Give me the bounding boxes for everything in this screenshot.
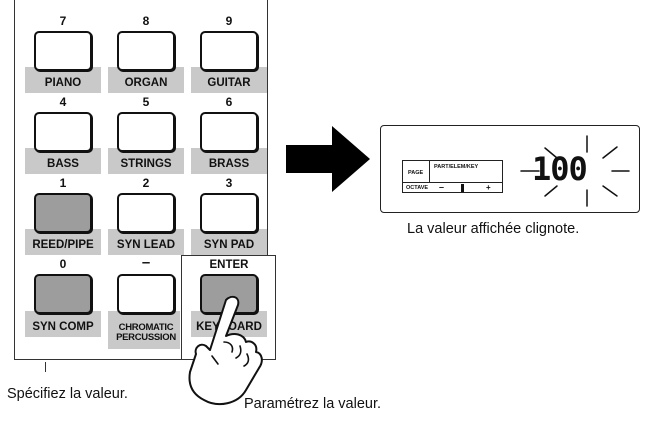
key-enter-number: ENTER <box>209 259 249 271</box>
lcd-octave-plus: + <box>486 183 491 192</box>
caption-set-value: Paramétrez la valeur. <box>244 396 382 412</box>
key-band <box>108 229 184 255</box>
key-2-number: 2 <box>142 176 150 190</box>
key-8-organ-button[interactable] <box>117 31 175 71</box>
key-4-number: 4 <box>59 95 67 109</box>
blink-rays-icon <box>520 135 630 207</box>
key-6-brass-button[interactable] <box>200 112 258 152</box>
key-9-label: GUITAR <box>207 77 251 89</box>
caption-specify-value: Spécifiez la valeur. <box>7 386 128 402</box>
key-3-syn-pad-button[interactable] <box>200 193 258 233</box>
key-1-label: REED/PIPE <box>32 239 94 251</box>
key-2-syn-lead-button[interactable] <box>117 193 175 233</box>
key-5-strings-button[interactable] <box>117 112 175 152</box>
lcd-page-label: PAGE <box>408 170 424 176</box>
key-9-number: 9 <box>225 14 233 28</box>
leader-line <box>45 362 46 372</box>
lcd-label-box: PAGE PART/ELEM/KEY OCTAVE – + <box>402 160 503 193</box>
key-3-label: SYN PAD <box>203 239 255 251</box>
key-7-label: PIANO <box>44 77 82 89</box>
key-minus-label: CHROMATIC PERCUSSION <box>116 322 176 343</box>
lcd-octave-label: OCTAVE <box>406 185 429 191</box>
blinking-value-display: 100 <box>532 150 588 188</box>
key-5-label: STRINGS <box>120 158 172 170</box>
key-8-number: 8 <box>142 14 150 28</box>
key-1-number: 1 <box>59 176 67 190</box>
key-band <box>191 67 267 93</box>
key-band <box>108 311 180 349</box>
key-5-number: 5 <box>142 95 150 109</box>
key-4-label: BASS <box>47 158 79 170</box>
key-6-label: BRASS <box>208 158 250 170</box>
key-0-syn-comp-button[interactable] <box>34 274 92 314</box>
lcd-display: PAGE PART/ELEM/KEY OCTAVE – + 100 <box>380 125 640 213</box>
key-6-number: 6 <box>225 95 233 109</box>
key-band <box>25 67 101 93</box>
key-1-reed-pipe-button[interactable] <box>34 193 92 233</box>
key-0-label: SYN COMP <box>32 321 94 333</box>
key-3-number: 3 <box>225 176 233 190</box>
key-7-piano-button[interactable] <box>34 31 92 71</box>
key-4-bass-button[interactable] <box>34 112 92 152</box>
key-band <box>108 67 184 93</box>
key-2-label: SYN LEAD <box>116 239 176 251</box>
key-minus-number: – <box>141 254 151 271</box>
right-arrow-icon <box>286 126 370 192</box>
key-band <box>191 229 267 255</box>
key-7-number: 7 <box>59 14 67 28</box>
key-9-guitar-button[interactable] <box>200 31 258 71</box>
key-band <box>191 148 267 174</box>
lcd-octave-minus: – <box>439 182 445 192</box>
lcd-part-label: PART/ELEM/KEY <box>434 164 479 170</box>
caption-value-blinks: La valeur affichée clignote. <box>407 221 580 237</box>
key-minus-chromatic-percussion-button[interactable] <box>117 274 175 314</box>
key-band <box>25 311 101 337</box>
key-band <box>108 148 184 174</box>
pressing-hand-icon <box>188 295 263 406</box>
key-band <box>25 229 101 255</box>
key-0-number: 0 <box>59 257 67 271</box>
key-band <box>25 148 101 174</box>
lcd-octave-indicator <box>461 184 464 192</box>
key-8-label: ORGAN <box>124 77 168 89</box>
